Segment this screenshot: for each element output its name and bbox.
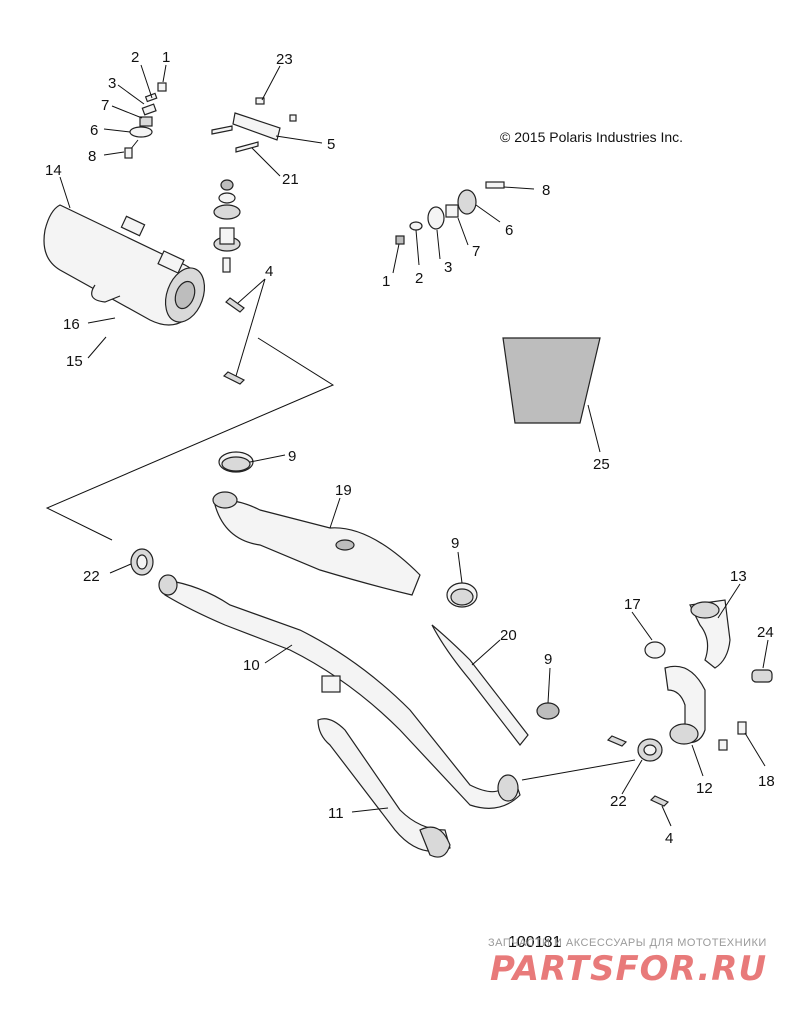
drawing-number: 100181 [508,934,561,951]
callout-15: 15 [66,353,83,370]
callout-11: 11 [328,805,344,822]
mount-stack [213,179,241,273]
callout-9c: 9 [544,651,552,668]
callout-4: 4 [265,263,273,280]
callout-10: 10 [243,657,260,674]
pipe-part-19 [212,491,421,596]
heat-shield-part-20 [431,624,529,746]
plug-part-24 [751,669,773,683]
diagram-group-outline [45,337,335,541]
head-pipe-part-13 [689,599,731,669]
callout-8b: 8 [542,182,550,199]
callout-8: 8 [88,148,96,165]
callout-3: 3 [108,75,116,92]
gasket-part-22-right [637,738,663,762]
callout-24: 24 [757,624,774,641]
callout-17: 17 [624,596,641,613]
callout-7: 7 [101,97,109,114]
muffler-part-14 [43,204,206,326]
callout-4b: 4 [665,830,673,847]
callout-18: 18 [758,773,775,790]
clamp-part-9-middle [446,582,478,608]
callout-19: 19 [335,482,352,499]
head-pipe-part-12 [664,665,706,745]
callout-7b: 7 [472,243,480,260]
callout-21: 21 [282,171,299,188]
label-part-25 [502,337,601,424]
hardware-upper-right [395,181,505,245]
callout-25: 25 [593,456,610,473]
spring-part-4-upper [222,297,246,385]
bracket-part-5 [211,97,297,153]
callout-labels: 1 2 3 7 6 8 23 5 21 14 4 16 15 8 6 7 3 2… [45,49,775,847]
clamp-part-9-lower [536,702,560,720]
pipe-part-10 [158,574,521,809]
callout-3b: 3 [444,259,452,276]
callout-6b: 6 [505,222,513,239]
watermark-brand: PARTSFOR.RU [490,949,767,989]
callout-9b: 9 [451,535,459,552]
callout-12: 12 [696,780,713,797]
callout-20: 20 [500,627,517,644]
callout-5: 5 [327,136,335,153]
hardware-upper-left [124,82,167,159]
callout-13: 13 [730,568,747,585]
callout-22b: 22 [610,793,627,810]
callout-23: 23 [276,51,293,68]
callout-2: 2 [131,49,139,66]
callout-14: 14 [45,162,62,179]
callout-9a: 9 [288,448,296,465]
callout-6: 6 [90,122,98,139]
stud-part-18 [718,721,747,751]
gasket-part-17 [644,641,666,659]
clamp-part-9-upper [218,451,254,473]
watermark-tagline: ЗАПЧАСТИ И АКСЕССУАРЫ ДЛЯ МОТОТЕХНИКИ [488,937,767,949]
spring-part-4-lower-b [649,795,670,807]
gasket-part-22-left [130,548,154,576]
copyright-text: © 2015 Polaris Industries Inc. [500,129,683,145]
callout-2b: 2 [415,270,423,287]
leader-lines [59,64,769,827]
callout-1: 1 [162,49,170,66]
spring-part-4-lower-a [606,735,628,747]
pipe-part-11 [317,718,451,858]
callout-1b: 1 [382,273,390,290]
callout-16: 16 [63,316,80,333]
callout-22a: 22 [83,568,100,585]
